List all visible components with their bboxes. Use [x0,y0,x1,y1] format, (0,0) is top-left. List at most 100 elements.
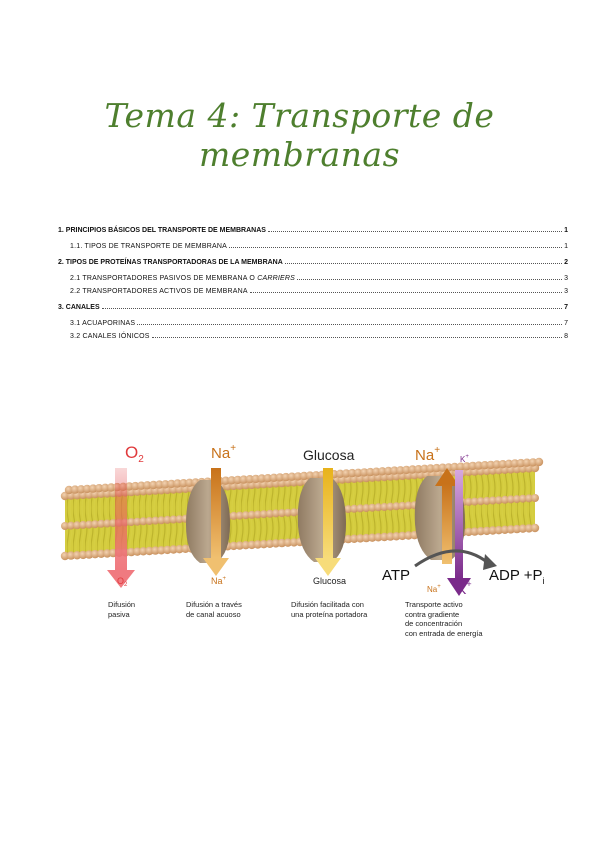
toc-leader [151,336,563,338]
lipid-head [233,475,242,485]
toc-entry[interactable]: 1. PRINCIPIOS BÁSICOS DEL TRANSPORTE DE … [58,226,568,235]
toc-entry[interactable]: 3. CANALES 7 [58,303,568,312]
lipid-head [88,484,98,493]
membrane-diagram: O2 Na+ Glucosa Na+ K+ O2 Na+ Glucosa Na+… [60,443,545,597]
lipid-head [145,517,154,525]
lipid-head [518,524,528,533]
toc-entry-page: 7 [564,304,568,311]
lipid-head [293,472,303,481]
lipid-head [456,462,465,471]
lipid-head [167,479,176,489]
lipid-head [378,467,387,476]
lipid-head [368,503,377,512]
lipid-head [432,463,441,473]
lipid-head [269,473,279,482]
lipid-head [398,531,407,541]
o2-arrow [107,468,135,588]
lipid-head [229,511,238,520]
lipid-head [235,541,244,550]
caption-facilitated-diffusion: Difusión facilitada con una proteína por… [291,600,368,619]
toc-entry-label: 3. CANALES [58,304,100,311]
toc-entry-page: 7 [564,320,568,327]
lipid-head [241,511,250,520]
lipid-head [157,546,166,555]
lipid-head [145,546,154,556]
lipid-head [516,458,526,468]
lipid-head [524,524,534,533]
toc-entry[interactable]: 2.1 TRANSPORTADORES PASIVOS DE MEMBRANA … [58,274,568,283]
lipid-head [175,545,184,554]
lipid-head [404,501,413,510]
toc-leader [249,291,563,293]
lipid-head [133,547,142,556]
lipid-head [525,494,533,503]
lipid-head [512,495,521,504]
lipid-head [354,468,363,477]
na-pump-top-label: Na+ [415,445,440,464]
atp-arrow [414,549,497,570]
toc-entry-page: 1 [564,243,568,250]
lipid-head [281,472,291,482]
lipid-head [97,519,106,528]
toc-entry-page: 3 [564,288,568,295]
lipid-head [151,516,160,525]
lipid-head [169,545,178,554]
lipid-head [450,462,459,472]
caption-channel-diffusion: Difusión a través de canal acuoso [186,600,242,619]
na-bottom-label: Na+ [211,576,227,586]
lipid-head [518,494,527,503]
lipid-head [360,468,369,477]
lipid-head [163,545,172,555]
toc-entry-page: 2 [564,259,568,266]
toc-entry-label: 3.2 CANALES IÓNICOS [70,333,150,340]
lipid-head [251,474,260,484]
lipid-head [374,533,383,542]
lipid-head [531,494,539,502]
lipid-head [482,526,491,536]
lipid-head [73,521,82,530]
lipid-head [67,521,75,530]
lipid-head [398,501,407,510]
lipid-head [103,519,112,528]
lipid-head [72,551,82,560]
toc-leader [284,262,563,264]
lipid-head [530,523,540,533]
lipid-head [257,474,266,483]
lipid-head [137,481,146,490]
document-title: Tema 4: Transporte de membranas [104,96,495,174]
lipid-head [372,467,381,476]
lipid-head [305,471,315,480]
lipid-head [227,476,236,485]
lipid-head [390,466,399,475]
lipid-head [283,538,293,547]
toc-entry[interactable]: 2. TIPOS DE PROTEÍNAS TRANSPORTADORAS DE… [58,258,568,267]
lipid-head [287,472,297,481]
lipid-head [464,497,473,506]
lipid-head [482,496,491,505]
lipid-head [247,510,256,519]
na-top-label: Na+ [211,443,236,462]
carrier-protein [297,478,346,562]
lipid-head [149,480,158,490]
lipid-head [494,526,503,535]
lipid-head [386,502,395,511]
lipid-head [462,462,471,471]
lipid-head [143,481,152,490]
lipid-head [404,531,413,540]
lipid-head [356,534,365,543]
table-of-contents: 1. PRINCIPIOS BÁSICOS DEL TRANSPORTE DE … [58,226,568,341]
lipid-head [510,459,520,468]
lipid-head [94,484,104,493]
lipid-head [402,465,411,475]
lipid-head [474,461,483,470]
lipid-head [127,547,136,557]
k-pump-arrow [447,470,471,596]
channel-protein [186,480,230,563]
toc-entry-label: 2.1 TRANSPORTADORES PASIVOS DE MEMBRANA … [70,274,297,283]
toc-entry-page: 1 [564,227,568,234]
lipid-head [356,504,365,513]
